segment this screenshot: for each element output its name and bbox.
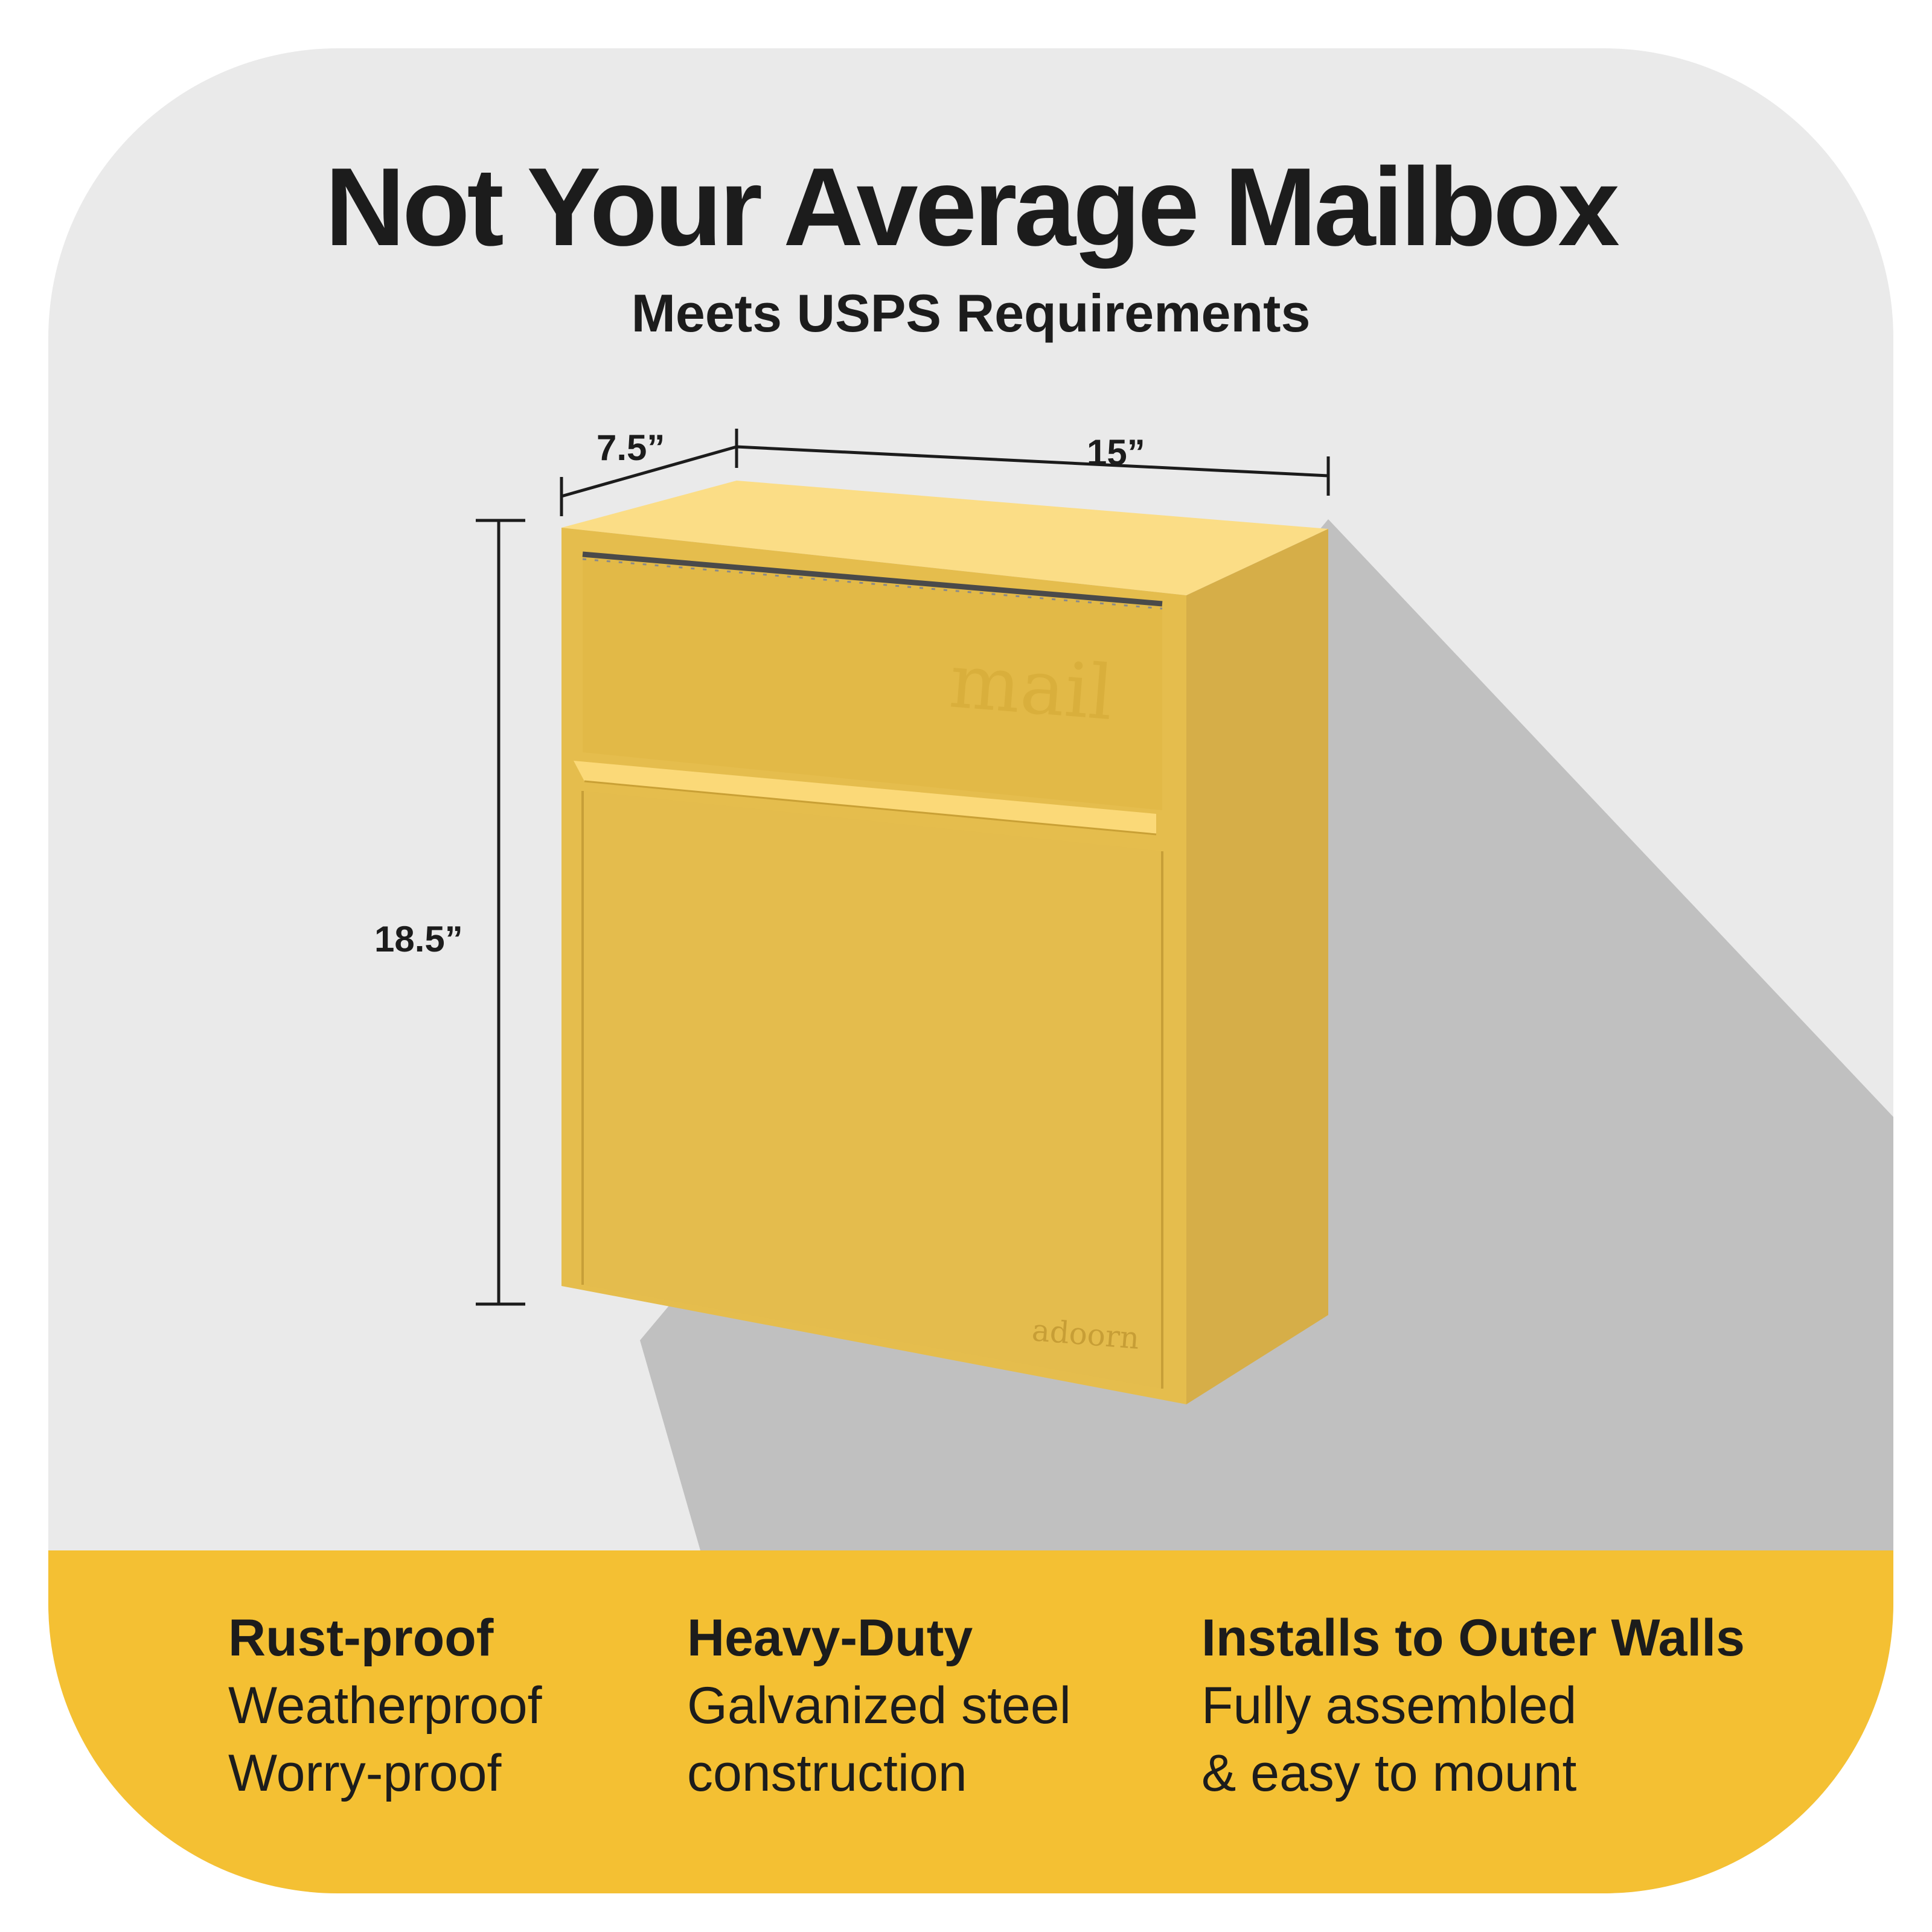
feature-title: Heavy-Duty xyxy=(687,1609,973,1667)
feature-heavy-duty: Heavy-Duty Galvanized steel construction xyxy=(687,1605,1071,1807)
feature-outer-walls: Installs to Outer Walls Fully assembled … xyxy=(1201,1605,1745,1807)
mailbox-side xyxy=(1186,529,1328,1404)
brand-mark: adoorn xyxy=(1031,1313,1140,1356)
feature-card: Not Your Average Mailbox Meets USPS Requ… xyxy=(48,48,1893,1893)
feature-line: construction xyxy=(687,1744,967,1802)
dimension-lines xyxy=(476,429,1330,1306)
width-dimension-label: 15” xyxy=(1087,432,1145,473)
page-title: Not Your Average Mailbox xyxy=(325,144,1620,269)
feature-title: Rust-proof xyxy=(228,1609,494,1667)
mail-embossed-label: mail xyxy=(947,638,1116,737)
page-subtitle: Meets USPS Requirements xyxy=(631,283,1311,343)
mailbox-top xyxy=(561,481,1328,595)
feature-line: Weatherproof xyxy=(228,1676,542,1735)
hinge xyxy=(582,551,1163,607)
feature-title: Installs to Outer Walls xyxy=(1201,1609,1745,1667)
feature-line: Fully assembled xyxy=(1201,1676,1577,1735)
mailbox-door xyxy=(583,791,1162,1389)
feature-line: & easy to mount xyxy=(1201,1744,1577,1802)
height-dimension-label: 18.5” xyxy=(374,919,463,959)
slot-handle xyxy=(574,761,1156,834)
feature-rust-proof: Rust-proof Weatherproof Worry-proof xyxy=(228,1605,542,1807)
feature-line: Galvanized steel xyxy=(687,1676,1071,1735)
mailbox-flap xyxy=(583,554,1162,810)
features-band: Rust-proof Weatherproof Worry-proof Heav… xyxy=(48,1550,1893,1893)
mailbox-illustration: mail adoorn xyxy=(476,429,1330,1404)
feature-line: Worry-proof xyxy=(228,1744,502,1802)
depth-dimension-label: 7.5” xyxy=(597,427,665,468)
